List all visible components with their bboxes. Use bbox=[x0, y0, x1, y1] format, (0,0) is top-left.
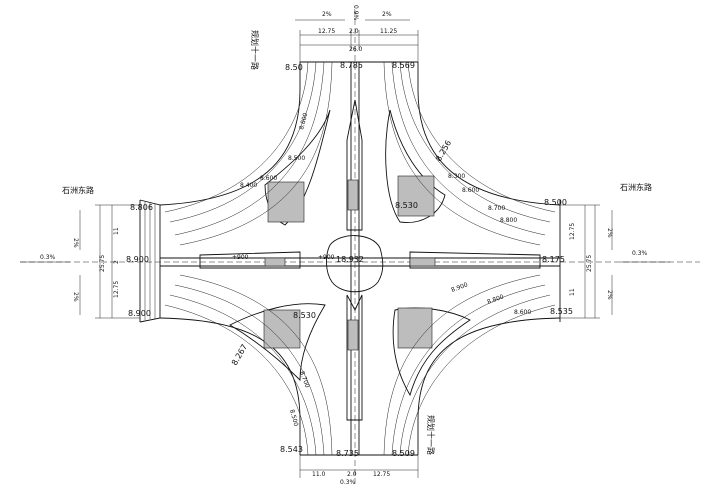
slope-south-center: 0.3% bbox=[340, 479, 356, 486]
elev-west-top: 8.806 bbox=[130, 203, 153, 212]
slope-labels: 2% 2% 0.9% 2% 2% 0.3% 2% 2% 0.3% 0.3% bbox=[40, 5, 648, 486]
dim-west-total: 25.75 bbox=[99, 255, 106, 272]
slope-east-bottom: 2% bbox=[606, 290, 613, 300]
dim-north-mid: 2.0 bbox=[349, 28, 359, 35]
elev-north-mid: 8.785 bbox=[340, 61, 363, 70]
slope-west-top: 2% bbox=[72, 238, 79, 248]
dim-south-right: 12.75 bbox=[373, 471, 390, 478]
slope-west-bottom: 2% bbox=[72, 292, 79, 302]
contour-label: 8.800 bbox=[500, 217, 517, 224]
elev-west-mid: 8.900 bbox=[126, 255, 149, 264]
contour-label: 8.500 bbox=[288, 409, 299, 428]
dim-east-bottom: 11 bbox=[569, 288, 576, 296]
contour-label: 8.600 bbox=[462, 187, 479, 194]
paving-blocks bbox=[263, 175, 436, 351]
center-lines bbox=[20, 10, 700, 485]
contour-lines bbox=[164, 61, 556, 456]
elev-sw-island: 8.530 bbox=[293, 311, 316, 320]
contour-label: +900 bbox=[318, 254, 335, 261]
road-names: 规划十一路 规划十一路 石洲东路 石洲东路 bbox=[62, 30, 652, 455]
dim-east-total: 25.75 bbox=[586, 255, 593, 272]
dim-north-total: 26.0 bbox=[349, 46, 363, 53]
elev-ne-island: 8.530 bbox=[395, 201, 418, 210]
slope-north-center: 0.9% bbox=[352, 5, 359, 21]
dim-west-top: 11 bbox=[113, 227, 120, 235]
slope-west-out: 0.3% bbox=[40, 254, 56, 261]
elev-south-left: 8.543 bbox=[280, 445, 303, 454]
slope-east-out: 0.3% bbox=[632, 250, 648, 257]
dim-south-left: 11.0 bbox=[312, 471, 326, 478]
islands bbox=[199, 99, 541, 421]
elev-center: 18.932 bbox=[336, 255, 364, 264]
contour-label: 8.800 bbox=[486, 293, 505, 306]
elev-ne-curb: 8.256 bbox=[434, 139, 453, 163]
elev-east-mid: 8.175 bbox=[542, 255, 565, 264]
road-name-north: 规划十一路 bbox=[250, 30, 260, 70]
contour-label: 8.900 bbox=[450, 281, 469, 294]
contour-label: 8.700 bbox=[488, 205, 505, 212]
elevation-labels: 8.50 8.785 8.569 8.256 8.530 18.932 8.80… bbox=[126, 61, 573, 458]
dim-west-bottom: 12.75 bbox=[113, 281, 120, 298]
dimension-labels: 12.75 2.0 11.25 26.0 11 25.75 2 12.75 12… bbox=[99, 28, 593, 478]
elev-sw-curb: 8.267 bbox=[230, 343, 249, 367]
elev-west-bottom: 8.900 bbox=[128, 309, 151, 318]
contour-labels: 8.800 8.600 8.500 8.400 8.300 8.700 8.60… bbox=[232, 112, 531, 427]
road-name-west: 石洲东路 bbox=[62, 185, 94, 195]
contour-label: 8.400 bbox=[240, 182, 257, 189]
slope-north-right: 2% bbox=[382, 11, 392, 18]
elev-south-right: 8.509 bbox=[392, 449, 415, 458]
contour-label: 8.500 bbox=[288, 155, 305, 162]
road-name-east: 石洲东路 bbox=[620, 182, 652, 192]
contour-label: 8.600 bbox=[260, 175, 277, 182]
dimension-lines bbox=[20, 19, 670, 478]
road-name-south: 规划十一路 bbox=[426, 415, 436, 455]
contour-label: +900 bbox=[232, 254, 249, 261]
elev-north-left: 8.50 bbox=[285, 63, 303, 72]
dim-north-right: 11.25 bbox=[380, 28, 397, 35]
elev-east-top: 8.500 bbox=[544, 198, 567, 207]
slope-east-top: 2% bbox=[606, 228, 613, 238]
elev-south-mid: 8.735 bbox=[336, 449, 359, 458]
contour-label: 8.300 bbox=[448, 173, 465, 180]
slope-north-left: 2% bbox=[322, 11, 332, 18]
dim-west-mid: 2 bbox=[113, 260, 120, 264]
contour-label: 8.600 bbox=[514, 309, 531, 316]
dim-east-top: 12.75 bbox=[569, 223, 576, 240]
dim-south-mid: 2.0 bbox=[347, 471, 357, 478]
dim-north-left: 12.75 bbox=[318, 28, 335, 35]
elev-east-bottom: 8.535 bbox=[550, 307, 573, 316]
contour-label: 8.800 bbox=[298, 112, 309, 131]
elev-north-right: 8.569 bbox=[392, 61, 415, 70]
